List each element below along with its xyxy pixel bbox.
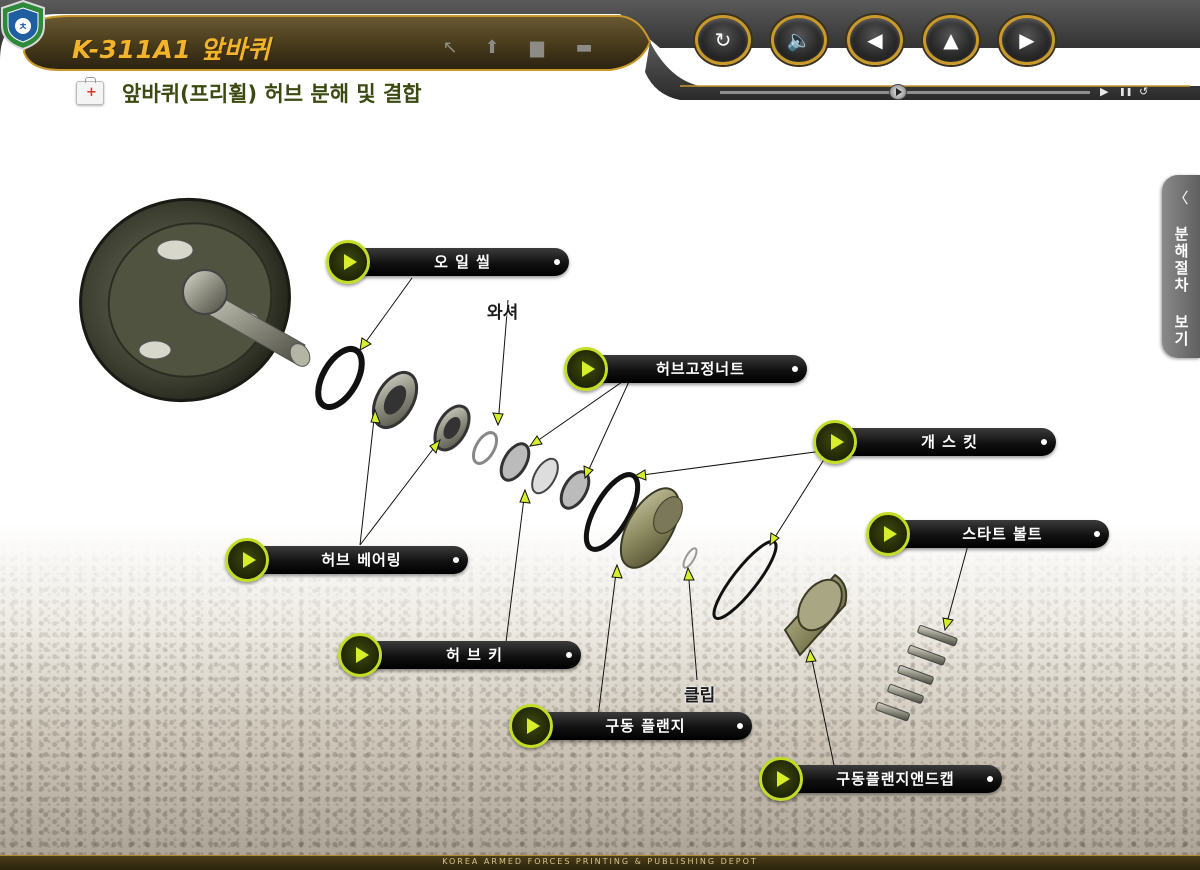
page-subtitle: 앞바퀴(프리휠) 허브 분해 및 결합	[122, 82, 422, 106]
play-icon	[225, 538, 269, 582]
play-icon	[759, 757, 803, 801]
folder-icon[interactable]: ▬	[575, 37, 593, 58]
gasket-label: 개 스 킷	[921, 433, 978, 451]
pause-icon[interactable]: ❚❚	[1119, 87, 1133, 96]
label-bar	[346, 248, 569, 276]
label-bar	[779, 765, 1002, 793]
hub-key-label-button[interactable]: 허 브 키	[338, 633, 581, 677]
drive-flange-label: 구동 플랜지	[605, 717, 686, 735]
play-icon[interactable]: ▶	[1100, 85, 1109, 98]
chevron-left-icon: 〈	[1173, 189, 1189, 207]
first-aid-kit-icon: +	[76, 77, 104, 105]
gasket-label-button[interactable]: 개 스 킷	[813, 420, 1056, 464]
leader-lines	[359, 277, 969, 771]
replay-button[interactable]: ↻	[695, 15, 751, 65]
hub-key-part	[531, 457, 559, 495]
prev-button[interactable]: ◀	[847, 15, 903, 65]
footer-text: KOREA ARMED FORCES PRINTING & PUBLISHING…	[442, 857, 758, 866]
clip-part	[682, 547, 698, 569]
side-tab-label: 분해절차 보기	[1172, 226, 1190, 348]
label-bar	[358, 641, 581, 669]
oil-seal-label: 오 일 씰	[434, 253, 491, 271]
footer-bar: KOREA ARMED FORCES PRINTING & PUBLISHING…	[0, 855, 1200, 870]
oil-seal-part	[315, 346, 365, 410]
label-bar	[833, 428, 1056, 456]
sound-button[interactable]: 🔈	[771, 15, 827, 65]
repeat-icon[interactable]: ↺	[1139, 85, 1149, 98]
start-bolts-part	[875, 625, 958, 722]
start-bolt-label: 스타트 볼트	[962, 525, 1043, 543]
up-button[interactable]: ▲	[923, 15, 979, 65]
hub-bearing-outer-part	[371, 371, 419, 429]
play-icon	[564, 347, 608, 391]
label-bar	[529, 712, 752, 740]
washer-part	[471, 431, 499, 465]
hub-lock-nut-1-part	[499, 442, 531, 482]
next-button[interactable]: ▶	[999, 15, 1055, 65]
hub-bearing-inner-part	[433, 404, 471, 452]
washer-label: 와셔	[487, 303, 519, 323]
oil-seal-label-button[interactable]: 오 일 씰	[326, 240, 569, 284]
hub-lock-nut-label: 허브고정너트	[656, 360, 745, 378]
label-bar	[584, 355, 807, 383]
play-icon	[326, 240, 370, 284]
hub-bearing-label: 허브 베어링	[321, 551, 402, 569]
header-bar: K-311A1 앞바퀴 ↖ ⬆ ▆ ▬ ↻ 🔈 ◀ ▲ ▶ ㅊ + 앞바퀴(프리…	[0, 0, 1200, 110]
play-icon	[866, 512, 910, 556]
drive-flange-end-cap-label-button[interactable]: 구동플랜지앤드캡	[759, 757, 1002, 801]
drive-flange-part	[619, 487, 683, 569]
hub-key-label: 허 브 키	[446, 646, 503, 664]
document-icon[interactable]: ▆	[530, 37, 544, 58]
clip-label: 클립	[684, 686, 716, 706]
disassembly-procedure-tab[interactable]: 〈 분해절차 보기	[1162, 175, 1200, 358]
progress-knob[interactable]	[888, 84, 907, 100]
army-emblem-icon: ㅊ	[0, 0, 45, 50]
upload-icon[interactable]: ⬆	[484, 37, 500, 58]
gasket-2-part	[712, 539, 778, 621]
start-bolt-label-button[interactable]: 스타트 볼트	[866, 512, 1109, 556]
drive-flange-label-button[interactable]: 구동 플랜지	[509, 704, 752, 748]
app-title: K-311A1 앞바퀴	[72, 35, 271, 64]
label-bar	[886, 520, 1109, 548]
pointer-icon[interactable]: ↖	[442, 37, 458, 58]
hub-bearing-label-button[interactable]: 허브 베어링	[225, 538, 468, 582]
subtitle-row: + 앞바퀴(프리휠) 허브 분해 및 결합	[76, 77, 422, 108]
svg-text:ㅊ: ㅊ	[18, 22, 27, 33]
play-icon	[813, 420, 857, 464]
leader-arrowheads	[359, 337, 954, 663]
play-icon	[338, 633, 382, 677]
gasket-1-part	[583, 472, 641, 552]
play-icon	[509, 704, 553, 748]
brake-drum-assembly	[79, 197, 311, 403]
label-bar	[245, 546, 468, 574]
drive-flange-end-cap-part	[783, 573, 848, 657]
hub-lock-nut-label-button[interactable]: 허브고정너트	[564, 347, 807, 391]
drive-flange-end-cap-label: 구동플랜지앤드캡	[836, 770, 955, 788]
